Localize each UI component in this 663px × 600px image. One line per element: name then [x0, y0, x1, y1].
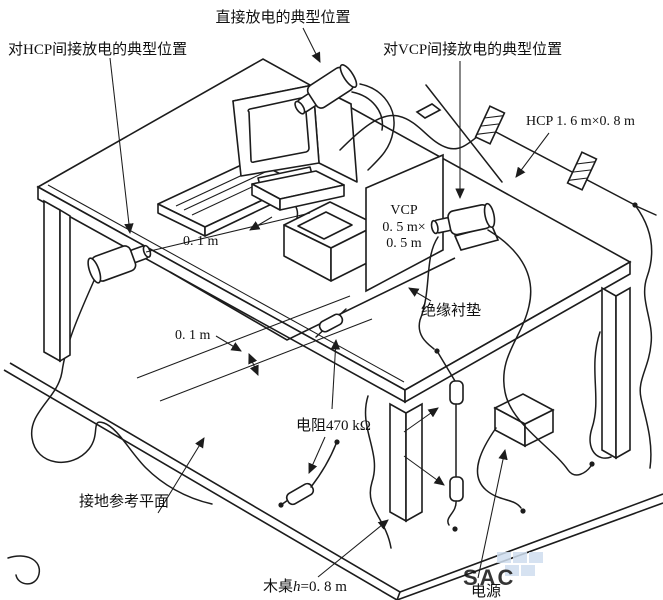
- vcp-plate-label-1: VCP: [390, 203, 417, 218]
- hcp-bonding-cable: [339, 84, 657, 216]
- leader-hcp-size: [515, 132, 550, 178]
- cable-vcp-gun: [487, 229, 592, 476]
- resistor-symbol-2: [566, 151, 598, 191]
- watermark-text: SAC: [463, 565, 515, 590]
- cable-right-leg: [589, 331, 612, 459]
- cable-hcp-gun-loop: [31, 275, 213, 505]
- leader-resistor-up: [330, 338, 341, 410]
- label-wooden-table: 木桌h=0. 8 m: [263, 578, 347, 595]
- wooden-table-value: =0. 8 m: [301, 579, 348, 595]
- dim-table-edge-label: 0. 1 m: [175, 328, 211, 343]
- monitor-screen: [247, 96, 310, 164]
- bleed-resistor-lower: [449, 476, 464, 502]
- table-leg-front: [389, 402, 423, 523]
- table-leg-right: [601, 286, 631, 460]
- power-supply-box: [476, 393, 595, 514]
- bleed-resistor-table-edge: [315, 308, 347, 338]
- table-edge-front-right: [404, 260, 631, 404]
- wooden-table-symbol: h: [293, 579, 301, 595]
- label-direct-discharge: 直接放电的典型位置: [215, 9, 350, 26]
- leader-ground-plane: [157, 437, 205, 514]
- ground-reference-plane: [3, 362, 663, 600]
- cable-grommet: [415, 103, 442, 119]
- label-ground-plane: 接地参考平面: [79, 493, 169, 510]
- leader-leg-lower: [403, 455, 445, 486]
- bleed-resistor-floor: [278, 439, 340, 508]
- label-insulating-pad: 绝缘衬垫: [421, 302, 481, 319]
- label-resistor: 电阻470 kΩ: [296, 417, 371, 434]
- vcp-plate: VCP 0. 5 m× 0. 5 m: [365, 153, 444, 293]
- vcp-plate-label-3: 0. 5 m: [386, 236, 422, 251]
- esd-gun-vcp: [430, 202, 496, 236]
- bleed-resistor-upper: [449, 380, 464, 405]
- esd-gun-hcp: [87, 244, 152, 284]
- cable-power-pigtail: [476, 427, 522, 509]
- label-power: 电源: [471, 583, 501, 600]
- floor-cables: [7, 204, 653, 585]
- table-leg-left: [43, 199, 71, 363]
- vcp-ground-wire: [418, 236, 464, 532]
- leader-wooden-table: [317, 519, 389, 578]
- vcp-plate-label-2: 0. 5 m×: [382, 220, 425, 235]
- label-hcp-indirect: 对HCP间接放电的典型位置: [8, 41, 187, 58]
- cable-direct-gun: [351, 83, 395, 171]
- dimension-keyboard-gap: 0. 1 m: [145, 212, 311, 253]
- leader-leg-upper: [403, 407, 439, 433]
- leader-insulating-pad: [408, 287, 432, 302]
- dimension-table-edge-gap: 0. 1 m: [136, 295, 373, 402]
- leader-power: [477, 448, 508, 579]
- esd-gun-direct: [294, 64, 358, 115]
- cable-right-rear: [634, 204, 653, 469]
- dim-keyboard-label: 0. 1 m: [183, 234, 219, 249]
- insulating-pad-edge: [169, 257, 456, 341]
- sac-watermark: SAC: [463, 552, 543, 590]
- leader-hcp-indirect: [109, 57, 134, 235]
- resistor-symbol-1: [474, 105, 506, 145]
- leader-direct-discharge: [302, 27, 321, 63]
- diagram-labels: 直接放电的典型位置 对HCP间接放电的典型位置 对VCP间接放电的典型位置 HC…: [8, 9, 635, 600]
- label-hcp-size: HCP 1. 6 m×0. 8 m: [526, 114, 635, 129]
- cable-curl-bottom-left: [7, 555, 41, 585]
- leader-arrows: [109, 27, 550, 579]
- leader-resistor-down: [308, 436, 326, 474]
- wooden-table-prefix: 木桌: [263, 578, 293, 595]
- label-vcp-indirect: 对VCP间接放电的典型位置: [383, 41, 562, 58]
